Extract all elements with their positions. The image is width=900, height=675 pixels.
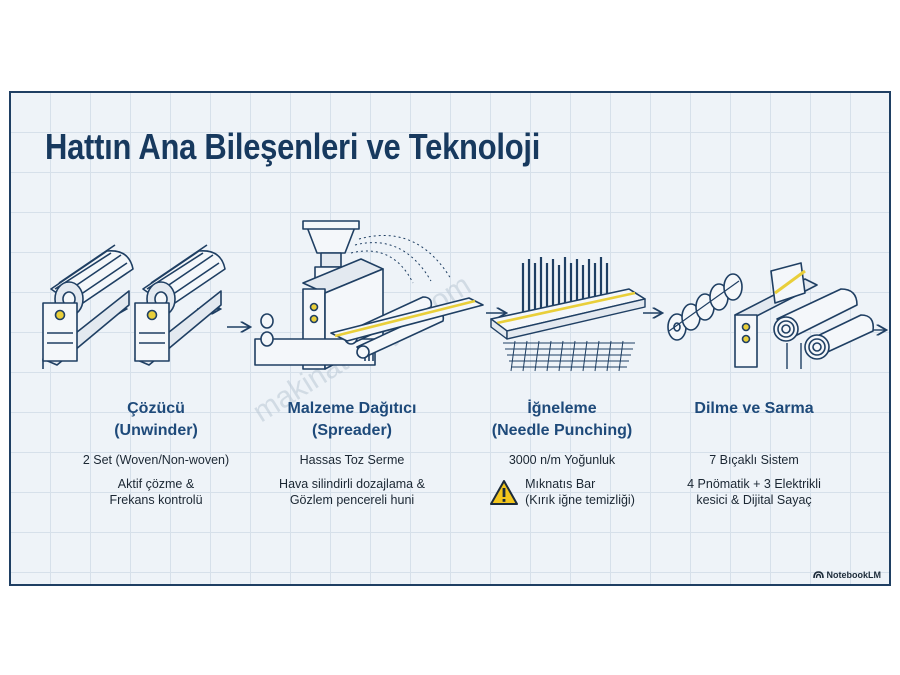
brand-name: NotebookLM <box>826 570 882 580</box>
section-name: Çözücü <box>127 400 185 417</box>
section-slitting-winding: Dilme ve Sarma 7 Bıçaklı Sistem 4 Pnömat… <box>649 398 859 508</box>
warning-title: Mıknatıs Bar <box>525 477 596 491</box>
section-detail-line: Aktif çözme & <box>117 477 195 491</box>
section-spec: 2 Set (Woven/Non-woven) <box>82 453 230 467</box>
section-needle-punching: İğneleme (Needle Punching) 3000 n/m Yoğu… <box>457 398 667 508</box>
section-subname: (Spreader) <box>311 422 393 439</box>
section-detail-line: Gözlem pencereli huni <box>289 493 415 507</box>
section-detail-line: Hava silindirli dozajlama & <box>279 477 425 491</box>
needle-punching-machine <box>490 257 646 372</box>
section-spreader: Malzeme Dağıtıcı (Spreader) Hassas Toz S… <box>247 398 457 508</box>
section-subname: (Needle Punching) <box>491 422 633 439</box>
section-detail: Aktif çözme & Frekans kontrolü <box>51 476 261 508</box>
warning-note: Mıknatıs Bar (Kırık iğne temizliği) <box>457 476 667 508</box>
section-title: Dilme ve Sarma <box>649 398 859 420</box>
section-title: Çözücü (Unwinder) <box>51 398 261 442</box>
section-detail-line: 4 Pnömatik + 3 Elektrikli <box>687 477 821 491</box>
section-unwinder: Çözücü (Unwinder) 2 Set (Woven/Non-woven… <box>51 398 261 508</box>
notebooklm-logo-icon <box>812 571 824 579</box>
section-subname: (Unwinder) <box>114 422 198 439</box>
spreader-machine <box>254 220 484 370</box>
section-spec: Hassas Toz Serme <box>299 453 405 467</box>
diagram-panel: Hattın Ana Bileşenleri ve Teknoloji maki… <box>9 91 891 586</box>
warning-detail: (Kırık iğne temizliği) <box>525 493 635 507</box>
section-name: Malzeme Dağıtıcı <box>287 400 417 417</box>
section-detail-line: kesici & Dijital Sayaç <box>696 493 812 507</box>
section-title: İğneleme (Needle Punching) <box>457 398 667 442</box>
production-line-illustration: makinaturkiye.com <box>42 220 889 429</box>
slitting-winding-machine <box>667 262 875 369</box>
section-title: Malzeme Dağıtıcı (Spreader) <box>247 398 457 442</box>
section-spec: 7 Bıçaklı Sistem <box>709 453 799 467</box>
unwinder-machine-1 <box>42 244 134 369</box>
section-spec: 3000 n/m Yoğunluk <box>508 453 616 467</box>
brand-badge: NotebookLM <box>812 570 882 580</box>
section-name: Dilme ve Sarma <box>694 400 814 417</box>
warning-triangle-icon <box>490 479 519 505</box>
section-detail: 4 Pnömatik + 3 Elektrikli kesici & Dijit… <box>649 476 859 508</box>
unwinder-machine-2 <box>134 244 226 366</box>
section-detail-line: Frekans kontrolü <box>109 493 203 507</box>
section-name: İğneleme <box>527 400 597 417</box>
page-title: Hattın Ana Bileşenleri ve Teknoloji <box>45 126 541 167</box>
section-detail: Hava silindirli dozajlama & Gözlem pence… <box>247 476 457 508</box>
